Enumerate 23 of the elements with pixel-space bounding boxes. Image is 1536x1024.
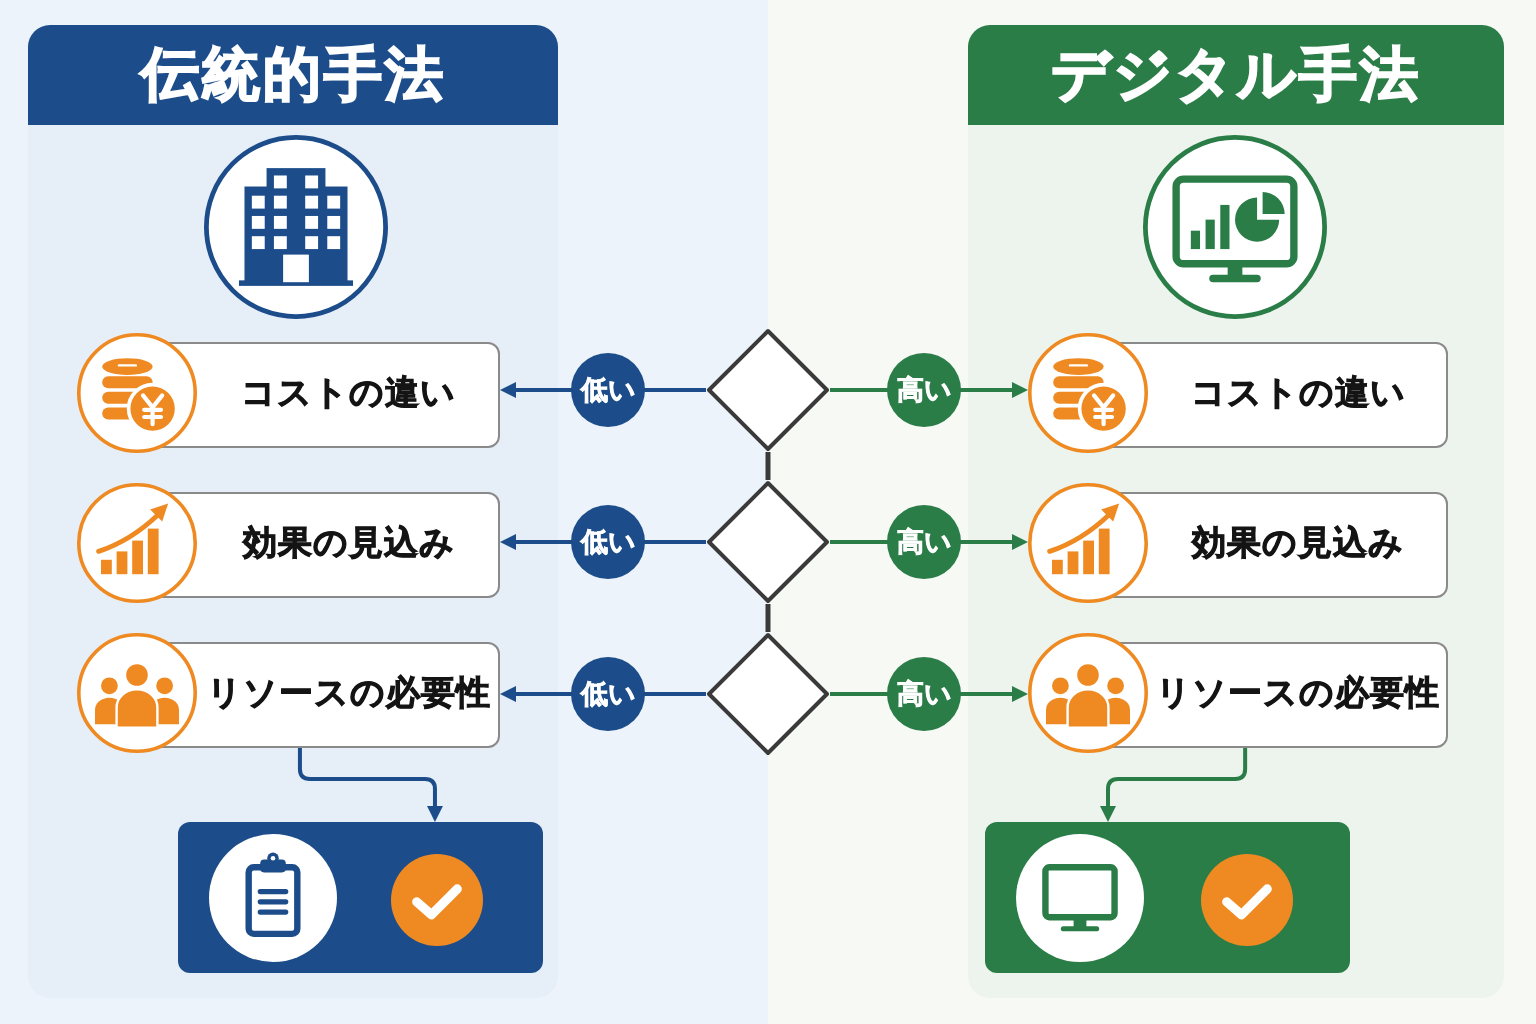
edge-label: 低い (571, 505, 646, 579)
edge-label: 低い (571, 353, 646, 427)
comparison-panel (28, 25, 558, 998)
decision-diamond (706, 328, 830, 452)
result-panel (985, 822, 1350, 973)
card-label: リソースの必要性 (1156, 671, 1440, 714)
card-label: 効果の見込み (1192, 521, 1404, 564)
card-label: リソースの必要性 (206, 671, 491, 714)
panel-heading: 伝統的手法 (28, 25, 558, 125)
card-label: 効果の見込み (242, 521, 455, 564)
edge-label: 低い (571, 657, 646, 731)
edge-label: 高い (887, 353, 962, 427)
decision-diamond (706, 632, 830, 756)
edge-label: 高い (887, 657, 962, 731)
decision-diamond (706, 480, 830, 604)
comparison-panel (968, 25, 1504, 998)
edge-label: 高い (887, 505, 962, 579)
connector-line (765, 452, 771, 480)
connector-line (765, 604, 771, 632)
card-label: コストの違い (1190, 371, 1406, 414)
panel-heading: デジタル手法 (968, 25, 1504, 125)
result-panel (178, 822, 543, 973)
card-label: コストの違い (241, 371, 456, 414)
